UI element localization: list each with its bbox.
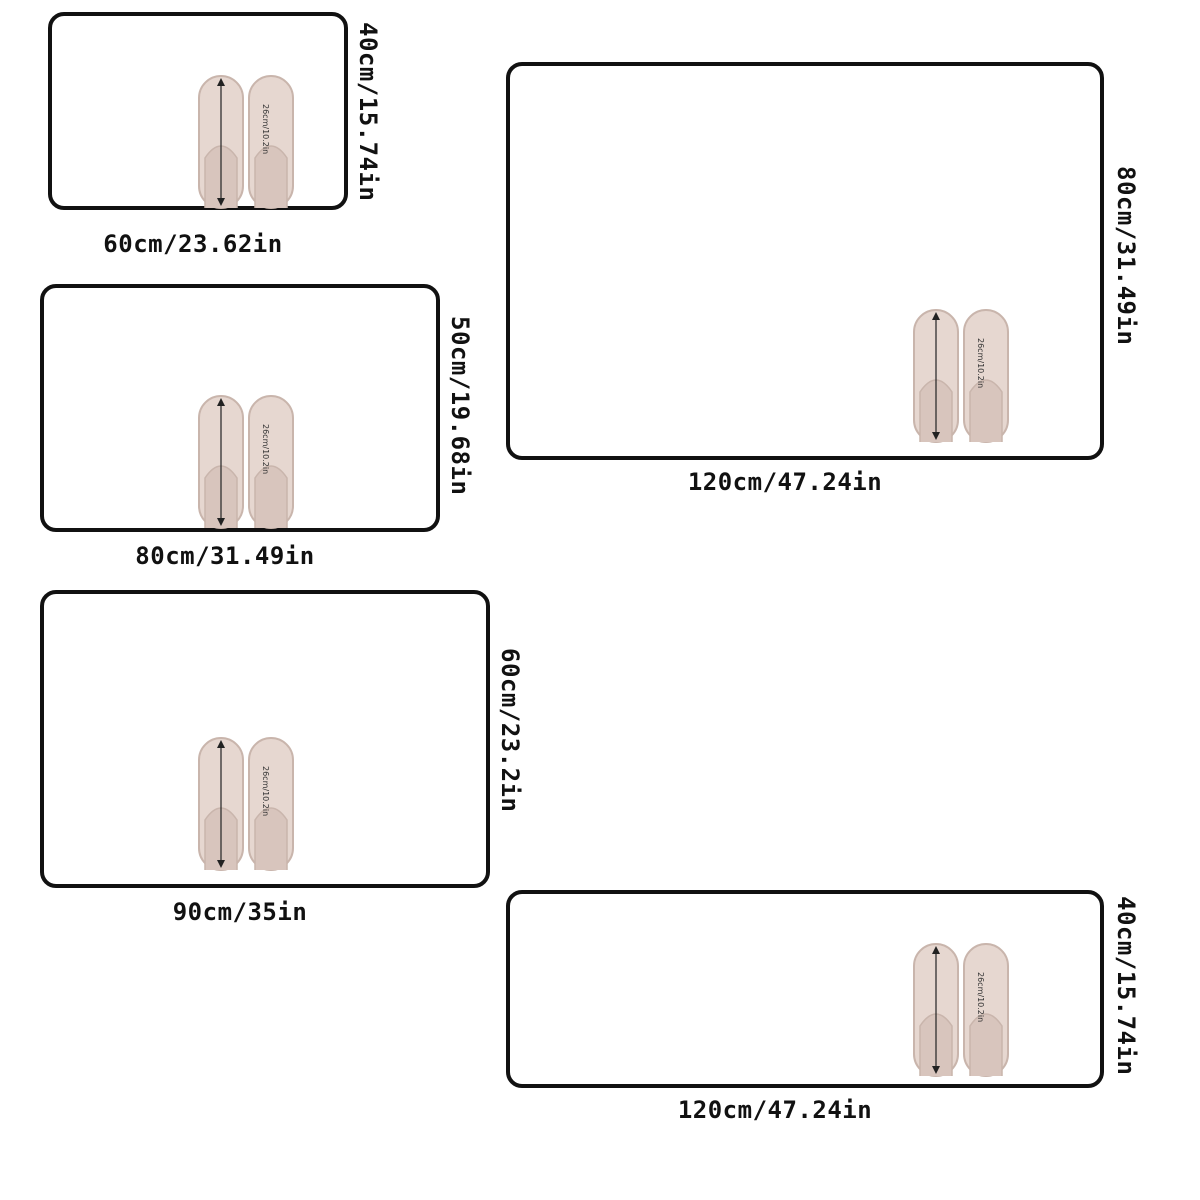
mat-width-label: 60cm/23.62in bbox=[103, 230, 283, 258]
slipper-pair-icon: 26cm/10.2in bbox=[910, 940, 1010, 1080]
mat-height-label: 80cm/31.49in bbox=[1112, 166, 1140, 346]
mat-height-label: 50cm/19.68in bbox=[446, 316, 474, 496]
slipper-pair-icon: 26cm/10.2in bbox=[195, 72, 295, 212]
slipper-pair-icon: 26cm/10.2in bbox=[195, 392, 295, 532]
left-slipper bbox=[913, 943, 959, 1077]
mat-120x40 bbox=[506, 890, 1104, 1088]
right-slipper bbox=[963, 943, 1009, 1077]
mat-height-label: 40cm/15.74in bbox=[1112, 896, 1140, 1076]
mat-width-label: 90cm/35in bbox=[172, 898, 308, 926]
shoe-length-label: 26cm/10.2in bbox=[261, 104, 270, 155]
shoe-length-label: 26cm/10.2in bbox=[261, 424, 270, 475]
shoe-length-label: 26cm/10.2in bbox=[261, 766, 270, 817]
left-slipper bbox=[198, 737, 244, 871]
left-slipper bbox=[198, 395, 244, 529]
shoe-length-label: 26cm/10.2in bbox=[976, 972, 985, 1023]
right-slipper bbox=[963, 309, 1009, 443]
left-slipper bbox=[913, 309, 959, 443]
slipper-pair-icon: 26cm/10.2in bbox=[910, 306, 1010, 446]
left-slipper bbox=[198, 75, 244, 209]
mat-height-label: 40cm/15.74in bbox=[354, 22, 382, 202]
mat-width-label: 80cm/31.49in bbox=[135, 542, 315, 570]
mat-width-label: 120cm/47.24in bbox=[687, 468, 883, 496]
shoe-length-label: 26cm/10.2in bbox=[976, 338, 985, 389]
right-slipper bbox=[248, 395, 294, 529]
right-slipper bbox=[248, 75, 294, 209]
slipper-pair-icon: 26cm/10.2in bbox=[195, 734, 295, 874]
right-slipper bbox=[248, 737, 294, 871]
mat-width-label: 120cm/47.24in bbox=[677, 1096, 873, 1124]
mat-height-label: 60cm/23.2in bbox=[496, 648, 524, 813]
mat-120x80 bbox=[506, 62, 1104, 460]
